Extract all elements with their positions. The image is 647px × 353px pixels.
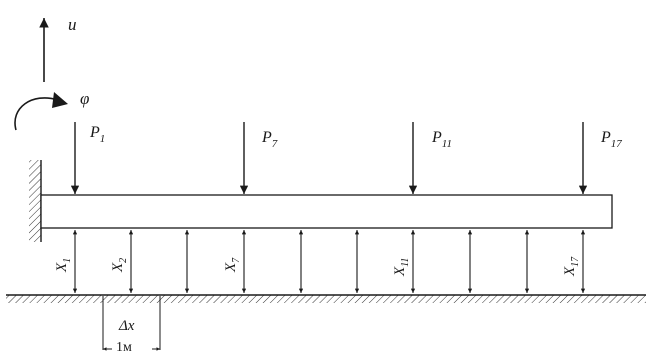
dx-label: Δx bbox=[118, 318, 135, 334]
reaction-label-x17: X17 bbox=[562, 256, 581, 277]
fixed-wall-support bbox=[29, 160, 42, 242]
beam bbox=[40, 194, 613, 229]
u-label: u bbox=[68, 15, 77, 34]
reaction-label-x11: X11 bbox=[392, 258, 411, 277]
load-label-p7: P7 bbox=[261, 129, 278, 150]
rotation-phi-arrow bbox=[14, 92, 68, 131]
foundation-reaction-arrows bbox=[72, 230, 586, 293]
ground-hatching bbox=[6, 294, 646, 303]
phi-label: φ bbox=[80, 89, 89, 108]
load-label-p1: P1 bbox=[89, 124, 105, 145]
reaction-label-x2: X2 bbox=[110, 258, 129, 273]
reaction-label-x7: X7 bbox=[223, 257, 242, 273]
unit-label: 1м bbox=[116, 340, 132, 353]
load-label-p17: P17 bbox=[600, 129, 622, 150]
reaction-label-x1: X1 bbox=[54, 258, 73, 273]
load-label-p11: P11 bbox=[431, 129, 452, 150]
unit-label-bg bbox=[112, 338, 152, 353]
